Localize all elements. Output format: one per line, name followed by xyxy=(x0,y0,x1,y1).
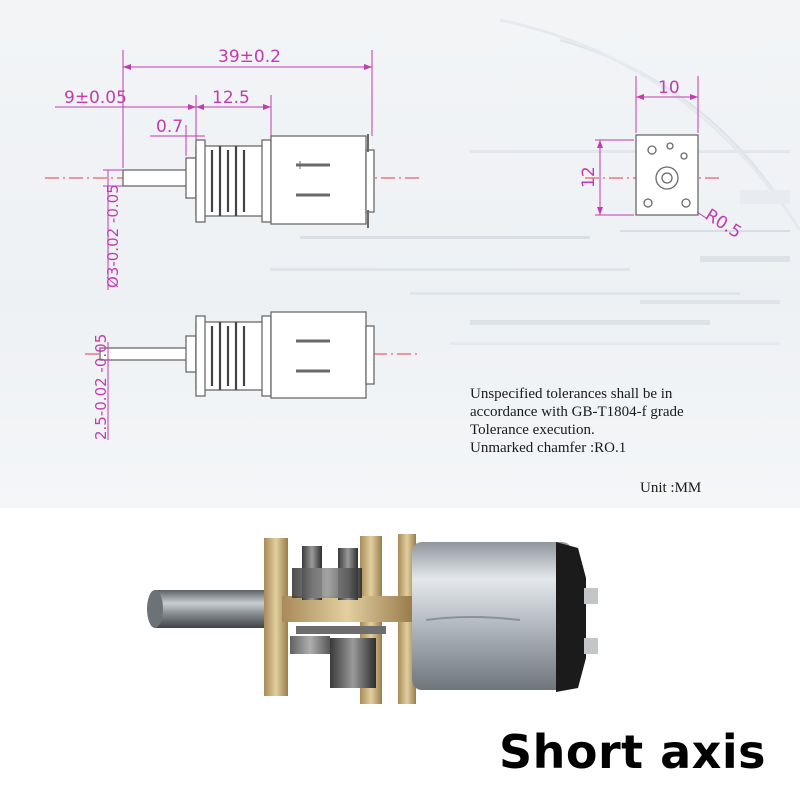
dimension-lines xyxy=(55,50,707,440)
dim-corner-radius: R0.5 xyxy=(701,205,745,243)
gear-train xyxy=(290,546,386,688)
centerlines xyxy=(45,177,720,355)
terminal-bottom xyxy=(584,638,598,654)
unit-label: Unit :MM xyxy=(640,480,702,496)
gear-hatch-bottom xyxy=(210,322,246,390)
note-line: Unmarked chamfer :RO.1 xyxy=(470,440,627,456)
technical-drawing: 39±0.2 9±0.05 12.5 0.7 10 12 R0.5 Ø3-0.0… xyxy=(0,0,800,508)
terminal-top xyxy=(584,588,598,604)
motor-end-view xyxy=(635,134,699,216)
dim-flat-shaft: 2.5-0.02 -0.05 xyxy=(92,334,110,440)
dim-overall-length: 39±0.2 xyxy=(218,47,281,67)
dim-end-height: 12 xyxy=(579,166,599,188)
dim-plate-gap: 0.7 xyxy=(156,117,183,137)
motor-illustration xyxy=(147,534,598,704)
caption-title: Short axis xyxy=(498,725,766,779)
shaft-end xyxy=(147,590,163,628)
motor-can xyxy=(412,542,572,690)
brass-spacer xyxy=(282,596,412,622)
dim-gearbox-length: 12.5 xyxy=(212,88,250,108)
dim-shaft-length: 9±0.05 xyxy=(64,88,127,108)
background-decoration xyxy=(270,18,800,345)
dim-end-width: 10 xyxy=(658,78,680,98)
tolerance-notes: Unspecified tolerances shall be in accor… xyxy=(470,385,684,457)
note-line: Unspecified tolerances shall be in xyxy=(470,386,673,402)
motor-side-view xyxy=(122,134,375,228)
note-line: accordance with GB-T1804-f grade xyxy=(470,404,684,420)
output-shaft xyxy=(150,590,270,628)
motor-photo xyxy=(0,508,800,800)
motor-end-cap xyxy=(556,542,586,692)
dim-shaft-diameter: Ø3-0.02 -0.05 xyxy=(104,184,122,288)
note-line: Tolerance execution. xyxy=(470,422,595,438)
dimension-arrows xyxy=(123,64,698,215)
drawing-canvas: 39±0.2 9±0.05 12.5 0.7 10 12 R0.5 Ø3-0.0… xyxy=(45,18,800,440)
gear-hatch xyxy=(210,146,246,216)
motor-flat-shaft-view xyxy=(99,311,375,399)
